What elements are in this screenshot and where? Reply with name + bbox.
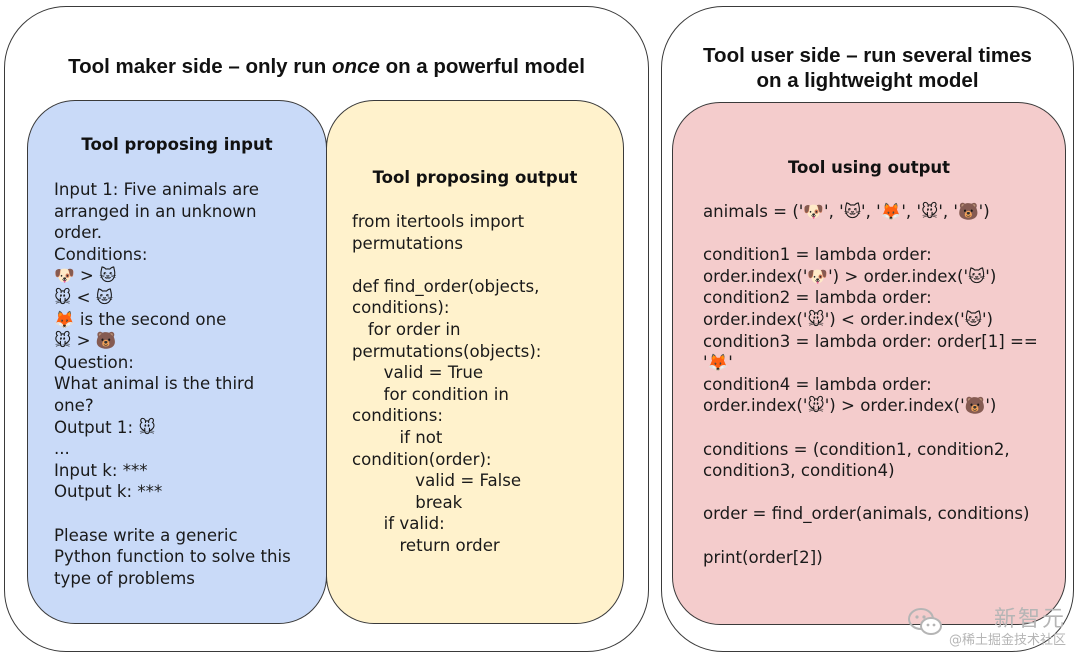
text-line: from itertools import — [352, 212, 525, 231]
output-code-lines: from itertools import permutations def fin… — [352, 211, 541, 557]
text-line: 🐭 > 🐻 — [54, 331, 117, 351]
watermark-brand: 新智元 — [993, 607, 1066, 632]
text-line: condition(order): — [352, 449, 492, 469]
input-lines: Input 1: Five animals are arranged in an … — [54, 179, 291, 589]
watermark-subtext: @稀土掘金技术社区 — [948, 633, 1066, 648]
tool-proposing-output-title: Tool proposing output — [372, 168, 578, 187]
tool-proposing-output-box: Tool proposing output from itertools imp… — [326, 100, 624, 624]
text-line: ... — [54, 439, 70, 459]
text-line: permutations(objects): — [352, 341, 542, 361]
text-line: condition2 = lambda order: — [703, 288, 932, 308]
text-line: Conditions: — [54, 244, 148, 264]
text-line: if not — [352, 427, 443, 447]
text-line: animals = ('🐶', '🐱', '🦊', '🐭', '🐻') — [703, 202, 990, 221]
text-line: Question: — [54, 352, 134, 372]
text-line: one? — [54, 395, 94, 415]
text-line — [703, 223, 1038, 245]
text-line: conditions = (condition1, condition2, — [703, 439, 1010, 459]
text-line: Output k: *** — [54, 482, 163, 502]
text-line: for condition in — [352, 384, 509, 404]
text-line — [352, 254, 541, 276]
text-line: Input k: *** — [54, 460, 148, 480]
watermark: 新智元 @稀土掘金技术社区 — [907, 607, 1066, 649]
text-line: condition1 = lambda order: — [703, 245, 932, 265]
text-line: def find_order(objects, — [352, 276, 540, 296]
text-line: order.index('🐶') > order.index('🐱') — [703, 266, 997, 286]
text-line: type of problems — [54, 568, 195, 588]
text-line: order = find_order(animals, conditions) — [703, 504, 1030, 524]
text-line: condition3, condition4) — [703, 461, 895, 481]
text-line: '🦊' — [703, 353, 733, 373]
text-line: break — [352, 492, 463, 512]
text-line: order.index('🐭') > order.index('🐻') — [703, 396, 997, 416]
text-line: conditions: — [352, 406, 443, 426]
text-line — [703, 482, 1038, 504]
text-line: What animal is the third — [54, 374, 255, 394]
tool-maker-title: Tool maker side – only run once on a pow… — [68, 55, 585, 78]
text-line: condition3 = lambda order: order[1] == — [703, 331, 1038, 351]
text-line — [703, 525, 1038, 547]
text-line: Output 1: 🐭 — [54, 417, 156, 437]
tool-user-title: Tool user side – run several times on a … — [703, 44, 1032, 92]
text-line: order.index('🐭') < order.index('🐱') — [703, 309, 993, 329]
text-line: Please write a generic — [54, 525, 238, 545]
text-line: conditions): — [352, 298, 450, 318]
text-line: 🐭 < 🐱 — [54, 287, 114, 307]
tool-using-output-title: Tool using output — [787, 158, 951, 177]
text-line: 🦊 is the second one — [54, 309, 227, 329]
text-line: permutations — [352, 233, 464, 253]
text-line — [703, 417, 1038, 439]
text-line: valid = False — [352, 471, 522, 491]
text-line: order. — [54, 223, 102, 243]
tool-proposing-input-title: Tool proposing input — [81, 135, 273, 154]
text-line: if valid: — [352, 514, 445, 534]
text-line: print(order[2]) — [703, 547, 823, 567]
text-line: for order in — [352, 319, 461, 339]
text-line: Input 1: Five animals are — [54, 180, 259, 199]
using-code-lines: animals = ('🐶', '🐱', '🦊', '🐭', '🐻') condi… — [703, 201, 1038, 568]
text-line: return order — [352, 535, 500, 555]
wechat-icon — [907, 608, 942, 635]
text-line — [54, 503, 291, 525]
tool-proposing-input-box: Tool proposing input Input 1: Five anima… — [27, 100, 327, 624]
text-line: arranged in an unknown — [54, 201, 257, 221]
text-line: Python function to solve this — [54, 547, 291, 567]
title-emphasis: once — [332, 55, 380, 78]
text-line: 🐶 > 🐱 — [54, 266, 117, 286]
text-line: condition4 = lambda order: — [703, 374, 932, 394]
tool-using-output-box: Tool using output animals = ('🐶', '🐱', '… — [672, 102, 1066, 625]
text-line: valid = True — [352, 363, 484, 383]
